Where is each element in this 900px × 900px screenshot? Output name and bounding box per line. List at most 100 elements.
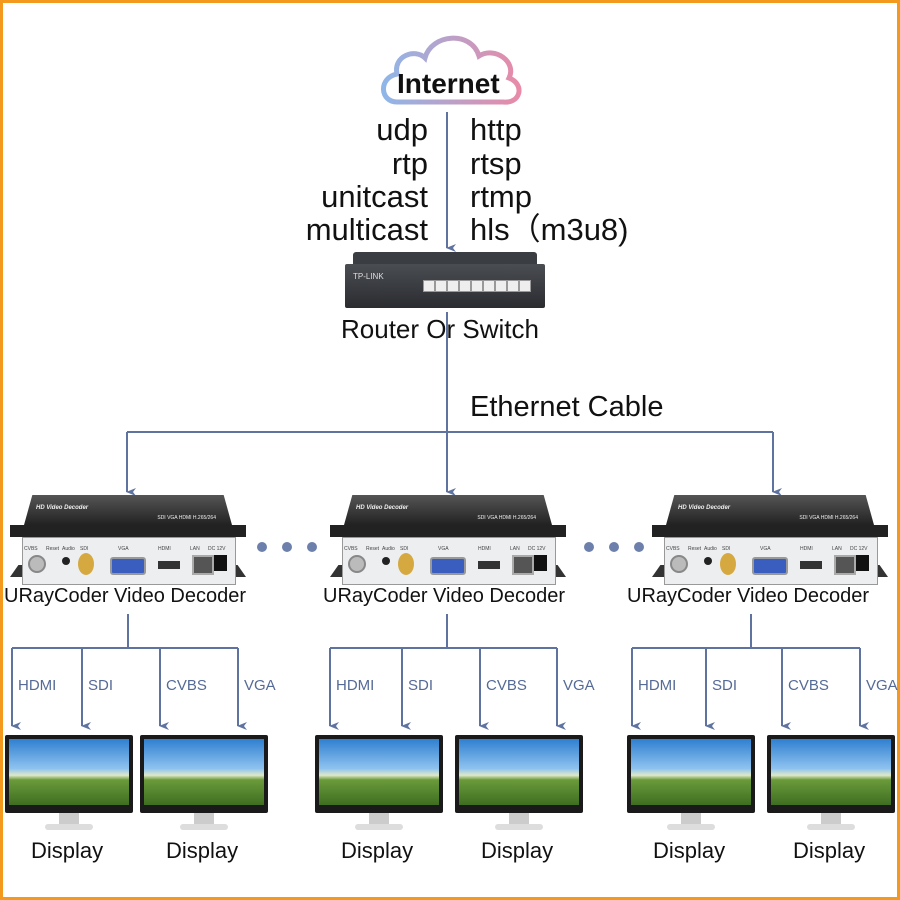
ethernet-port — [519, 280, 531, 292]
sdi-port — [78, 553, 94, 575]
port-label: LAN — [510, 546, 520, 552]
port-label: CVBS — [24, 546, 38, 552]
output-label-vga: VGA — [244, 677, 276, 694]
ellipsis-dot — [609, 542, 619, 552]
output-label-cvbs: CVBS — [486, 677, 527, 694]
sdi-port — [398, 553, 414, 575]
output-label-vga: VGA — [563, 677, 595, 694]
sdi-port — [720, 553, 736, 575]
protocol-label: rtp — [391, 146, 428, 181]
lan-port — [192, 555, 214, 575]
ethernet-port — [495, 280, 507, 292]
ethernet-port — [423, 280, 435, 292]
port-label: Reset — [688, 546, 702, 552]
display-label: Display — [31, 838, 104, 863]
port-label: DC 12V — [208, 546, 226, 552]
audio-port — [62, 557, 70, 565]
display-label: Display — [166, 838, 239, 863]
audio-port — [382, 557, 390, 565]
router-device: TP-LINK — [345, 252, 545, 310]
cvbs-port — [670, 555, 688, 573]
video-decoder-device: HD Video Decoder SDI VGA HDMI H.265/264 — [330, 495, 566, 587]
port-label: Audio — [62, 546, 75, 552]
port-label: SDI — [722, 546, 731, 552]
dc-power-port — [856, 555, 869, 571]
display-monitor — [767, 735, 895, 835]
output-label-hdmi: HDMI — [18, 677, 57, 694]
port-label: Reset — [366, 546, 380, 552]
ethernet-port — [447, 280, 459, 292]
port-label: DC 12V — [850, 546, 868, 552]
ellipsis-dot — [257, 542, 267, 552]
display-monitor — [5, 735, 133, 835]
router-brand: TP-LINK — [353, 272, 384, 281]
port-label: LAN — [190, 546, 200, 552]
output-label-sdi: SDI — [712, 677, 738, 694]
hdmi-port — [478, 561, 500, 569]
display-monitor — [140, 735, 268, 835]
port-label: Audio — [704, 546, 717, 552]
ethernet-port — [471, 280, 483, 292]
video-decoder-device: HD Video Decoder SDI VGA HDMI H.265/264 — [652, 495, 888, 587]
output-label-vga: VGA — [866, 677, 898, 694]
router-label: Router Or Switch — [341, 314, 539, 344]
port-label: VGA — [118, 546, 129, 552]
port-label: HDMI — [800, 546, 813, 552]
ellipsis-dot — [634, 542, 644, 552]
port-label: HDMI — [158, 546, 171, 552]
ethernet-port — [459, 280, 471, 292]
display-label: Display — [653, 838, 726, 863]
vga-port — [110, 557, 146, 575]
decoder-label: URayCoder Video Decoder — [323, 585, 565, 607]
protocol-label: http — [470, 112, 522, 147]
output-label-sdi: SDI — [408, 677, 434, 694]
dc-power-port — [534, 555, 547, 571]
lan-port — [834, 555, 856, 575]
port-label: VGA — [438, 546, 449, 552]
panel-subtitle: SDI VGA HDMI H.265/264 — [477, 515, 536, 521]
hdmi-port — [800, 561, 822, 569]
port-label: SDI — [400, 546, 409, 552]
output-label-cvbs: CVBS — [788, 677, 829, 694]
output-label-hdmi: HDMI — [336, 677, 375, 694]
ethernet-cable-label: Ethernet Cable — [470, 391, 664, 423]
ethernet-port — [483, 280, 495, 292]
vga-port — [752, 557, 788, 575]
display-monitor — [627, 735, 755, 835]
video-decoder-device: HD Video Decoder SDI VGA HDMI H.265/264 — [10, 495, 246, 587]
panel-title: HD Video Decoder — [678, 505, 731, 511]
protocol-label: unitcast — [321, 179, 428, 214]
cloud-icon — [381, 35, 522, 105]
output-label-hdmi: HDMI — [638, 677, 677, 694]
ellipsis-dot — [584, 542, 594, 552]
cvbs-port — [28, 555, 46, 573]
port-label: CVBS — [344, 546, 358, 552]
ethernet-port — [507, 280, 519, 292]
port-label: SDI — [80, 546, 89, 552]
dc-power-port — [214, 555, 227, 571]
protocol-label: rtsp — [470, 146, 522, 181]
display-monitor — [455, 735, 583, 835]
ellipsis-dot — [307, 542, 317, 552]
ethernet-port — [435, 280, 447, 292]
vga-port — [430, 557, 466, 575]
port-label: LAN — [832, 546, 842, 552]
display-monitor — [315, 735, 443, 835]
cvbs-port — [348, 555, 366, 573]
protocol-label: hls（m3u8) — [470, 212, 629, 247]
decoder-label: URayCoder Video Decoder — [627, 585, 869, 607]
panel-title: HD Video Decoder — [356, 505, 409, 511]
output-label-sdi: SDI — [88, 677, 114, 694]
display-label: Display — [481, 838, 554, 863]
panel-title: HD Video Decoder — [36, 505, 89, 511]
decoder-label: URayCoder Video Decoder — [4, 585, 246, 607]
port-label: HDMI — [478, 546, 491, 552]
internet-label: Internet — [397, 68, 500, 99]
lan-port — [512, 555, 534, 575]
port-label: Audio — [382, 546, 395, 552]
hdmi-port — [158, 561, 180, 569]
protocol-label: rtmp — [470, 179, 532, 214]
display-label: Display — [341, 838, 414, 863]
